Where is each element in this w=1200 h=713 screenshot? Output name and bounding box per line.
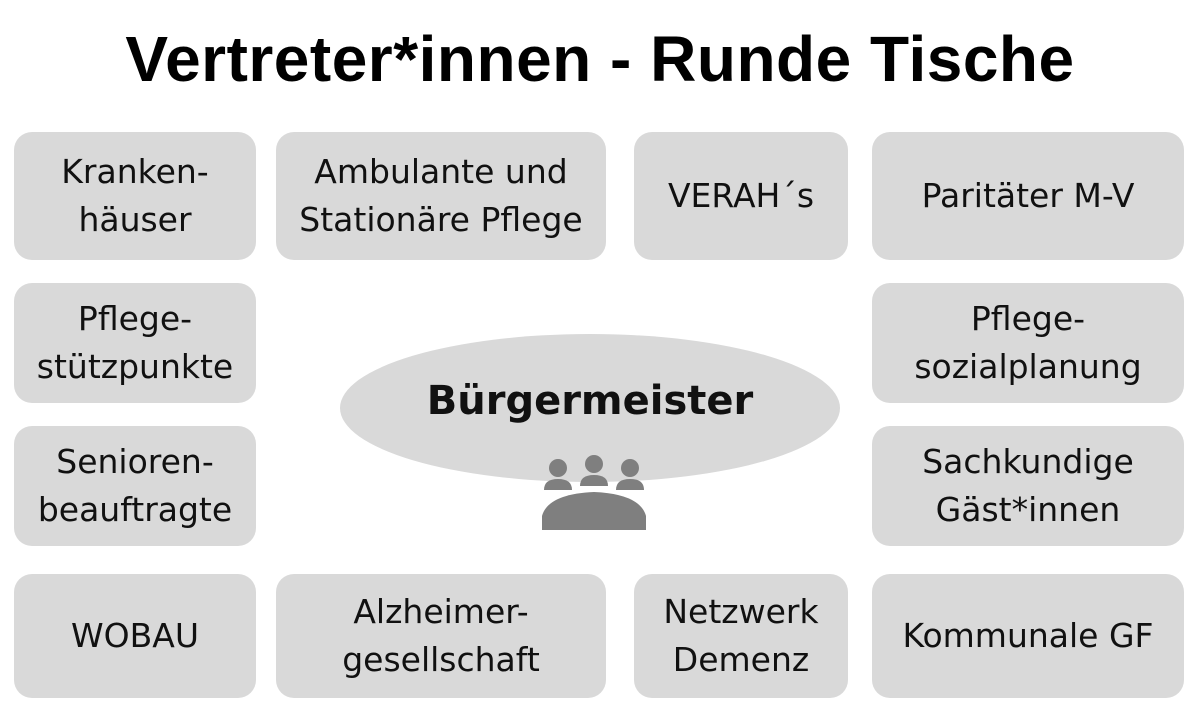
box-seniorenbeauftragte: Senioren- beauftragte bbox=[14, 426, 256, 546]
box-ambulante-stationaere-pflege: Ambulante und Stationäre Pflege bbox=[276, 132, 606, 260]
box-pflegestuetzpunkte: Pflege- stützpunkte bbox=[14, 283, 256, 403]
diagram-title: Vertreter*innen - Runde Tische bbox=[125, 23, 1075, 95]
box-verahs: VERAH´s bbox=[634, 132, 848, 260]
box-wobau: WOBAU bbox=[14, 574, 256, 698]
box-netzwerk-demenz: Netzwerk Demenz bbox=[634, 574, 848, 698]
box-paritaeter: Paritäter M-V bbox=[872, 132, 1184, 260]
box-pflegesozialplanung: Pflege- sozialplanung bbox=[872, 283, 1184, 403]
box-alzheimergesellschaft: Alzheimer- gesellschaft bbox=[276, 574, 606, 698]
center-label: Bürgermeister bbox=[426, 378, 754, 424]
box-kommunale-gf: Kommunale GF bbox=[872, 574, 1184, 698]
box-sachkundige-gaestinnen: Sachkundige Gäst*innen bbox=[872, 426, 1184, 546]
meeting-table-icon bbox=[542, 455, 646, 530]
box-krankenhaeuser: Kranken- häuser bbox=[14, 132, 256, 260]
